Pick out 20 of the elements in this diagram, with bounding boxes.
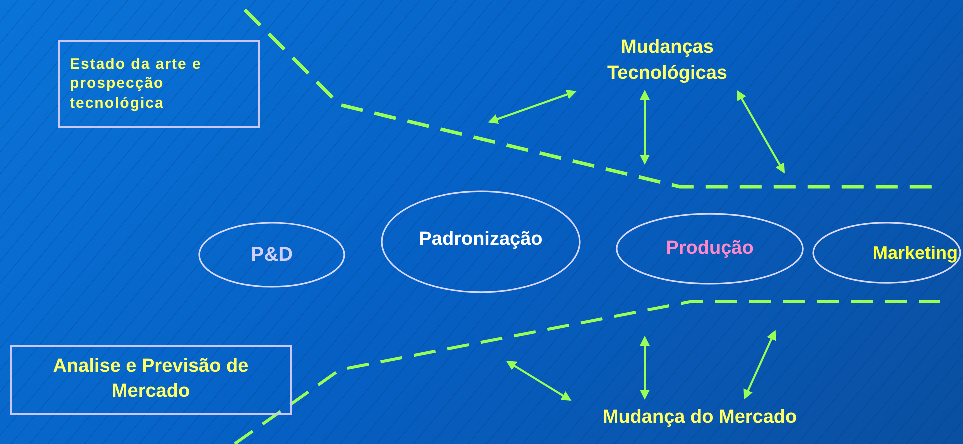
label-box (58, 40, 260, 128)
node-label: Mudanças Tecnológicas (606, 36, 728, 86)
node-label: Mudança do Mercado (602, 406, 798, 430)
stage-ellipse (812, 222, 962, 284)
node-label: Marketing (872, 242, 958, 265)
double-arrow (640, 90, 650, 165)
node-label: P&D (250, 243, 294, 268)
node-label: Produção (666, 236, 754, 261)
double-arrow (640, 336, 650, 400)
node-label: Padronização (419, 228, 543, 252)
node-label: Estado da arte e prospecção tecnológica (70, 54, 203, 114)
label-box (10, 345, 292, 415)
stage-ellipse (615, 213, 805, 285)
stage-ellipse (380, 190, 582, 294)
double-arrow (506, 360, 572, 402)
double-arrow (737, 90, 785, 174)
double-arrow (744, 330, 776, 400)
stage-ellipse (198, 222, 346, 288)
double-arrow (488, 90, 577, 124)
node-label: Analise e Previsão de Mercado (52, 355, 250, 404)
